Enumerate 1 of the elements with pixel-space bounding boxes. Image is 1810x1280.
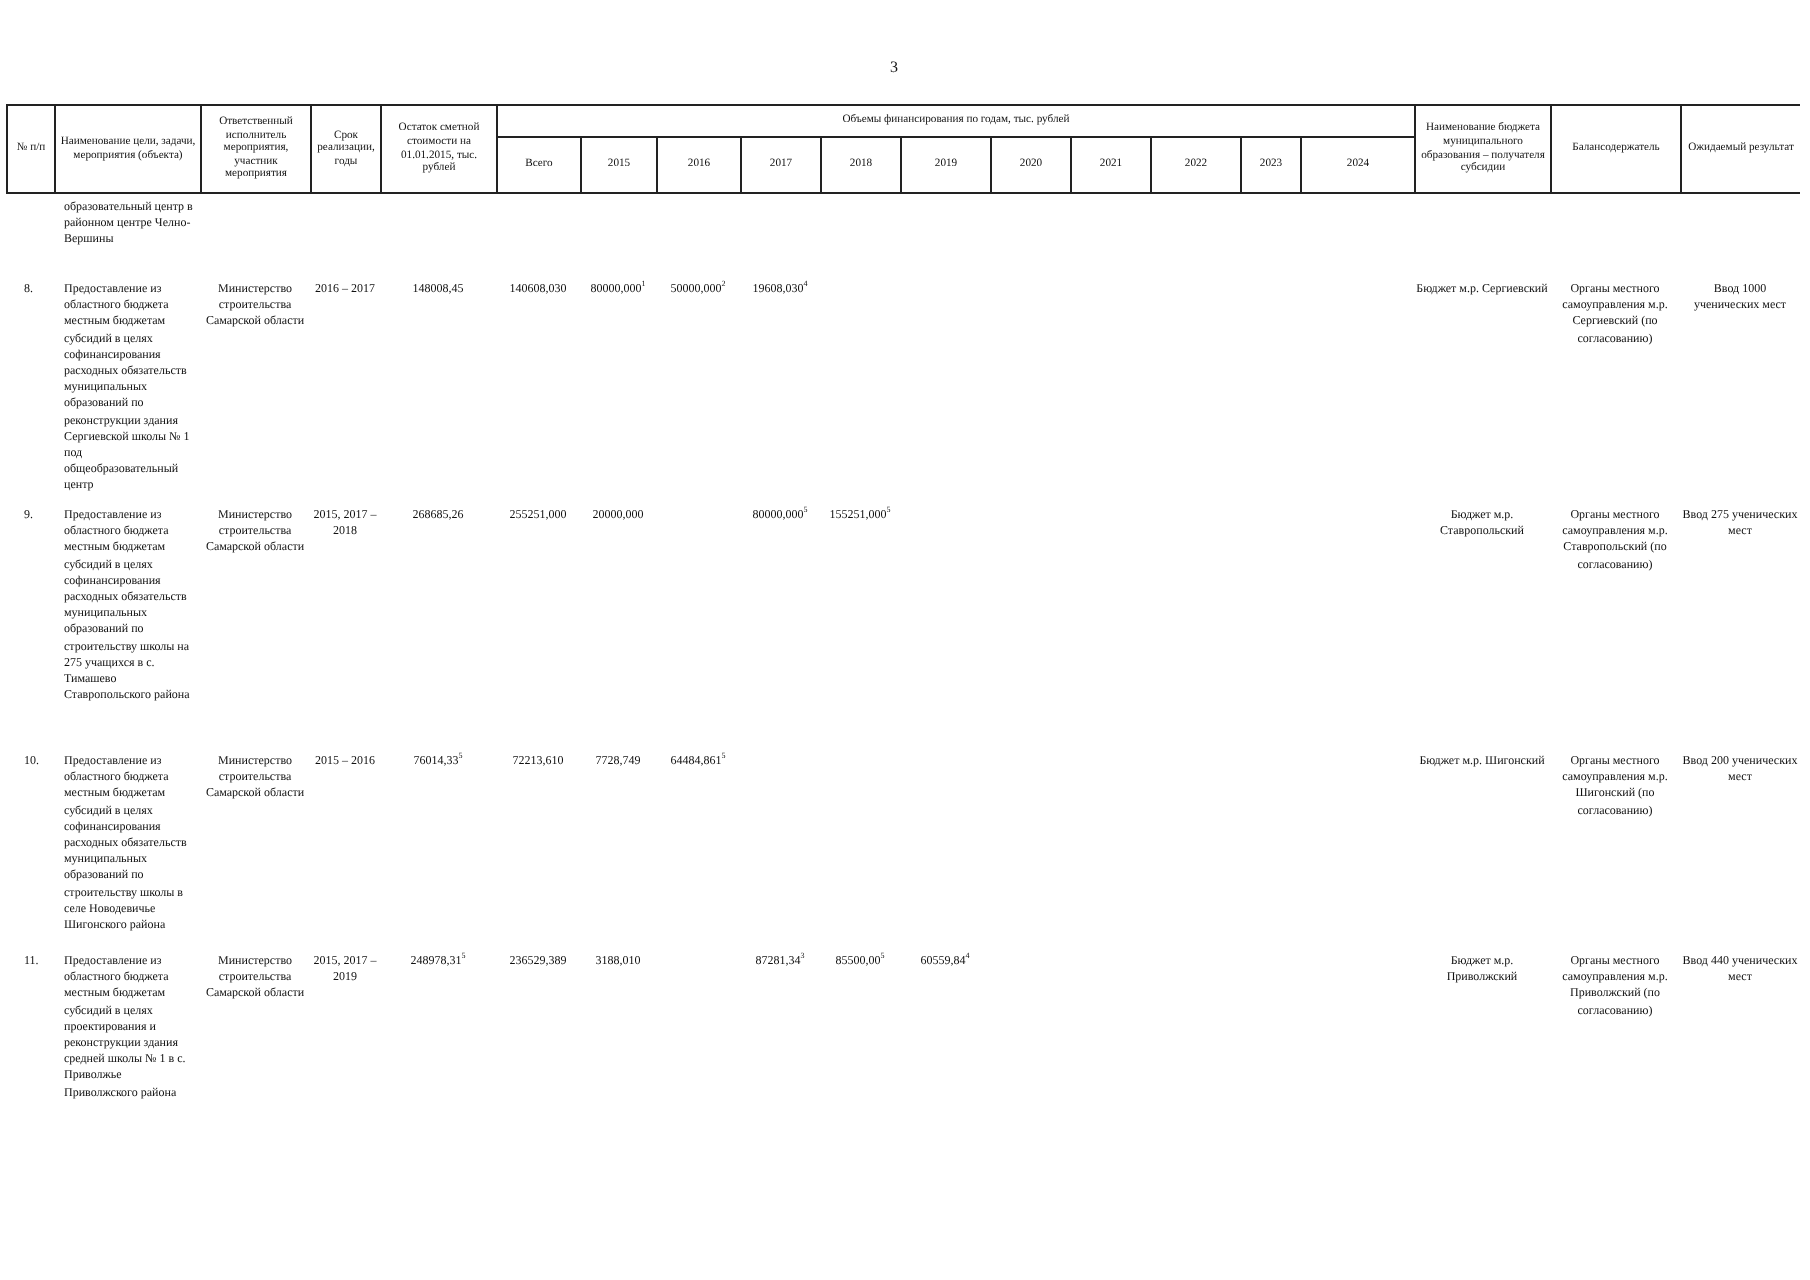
page-number: 3 [888, 60, 900, 77]
